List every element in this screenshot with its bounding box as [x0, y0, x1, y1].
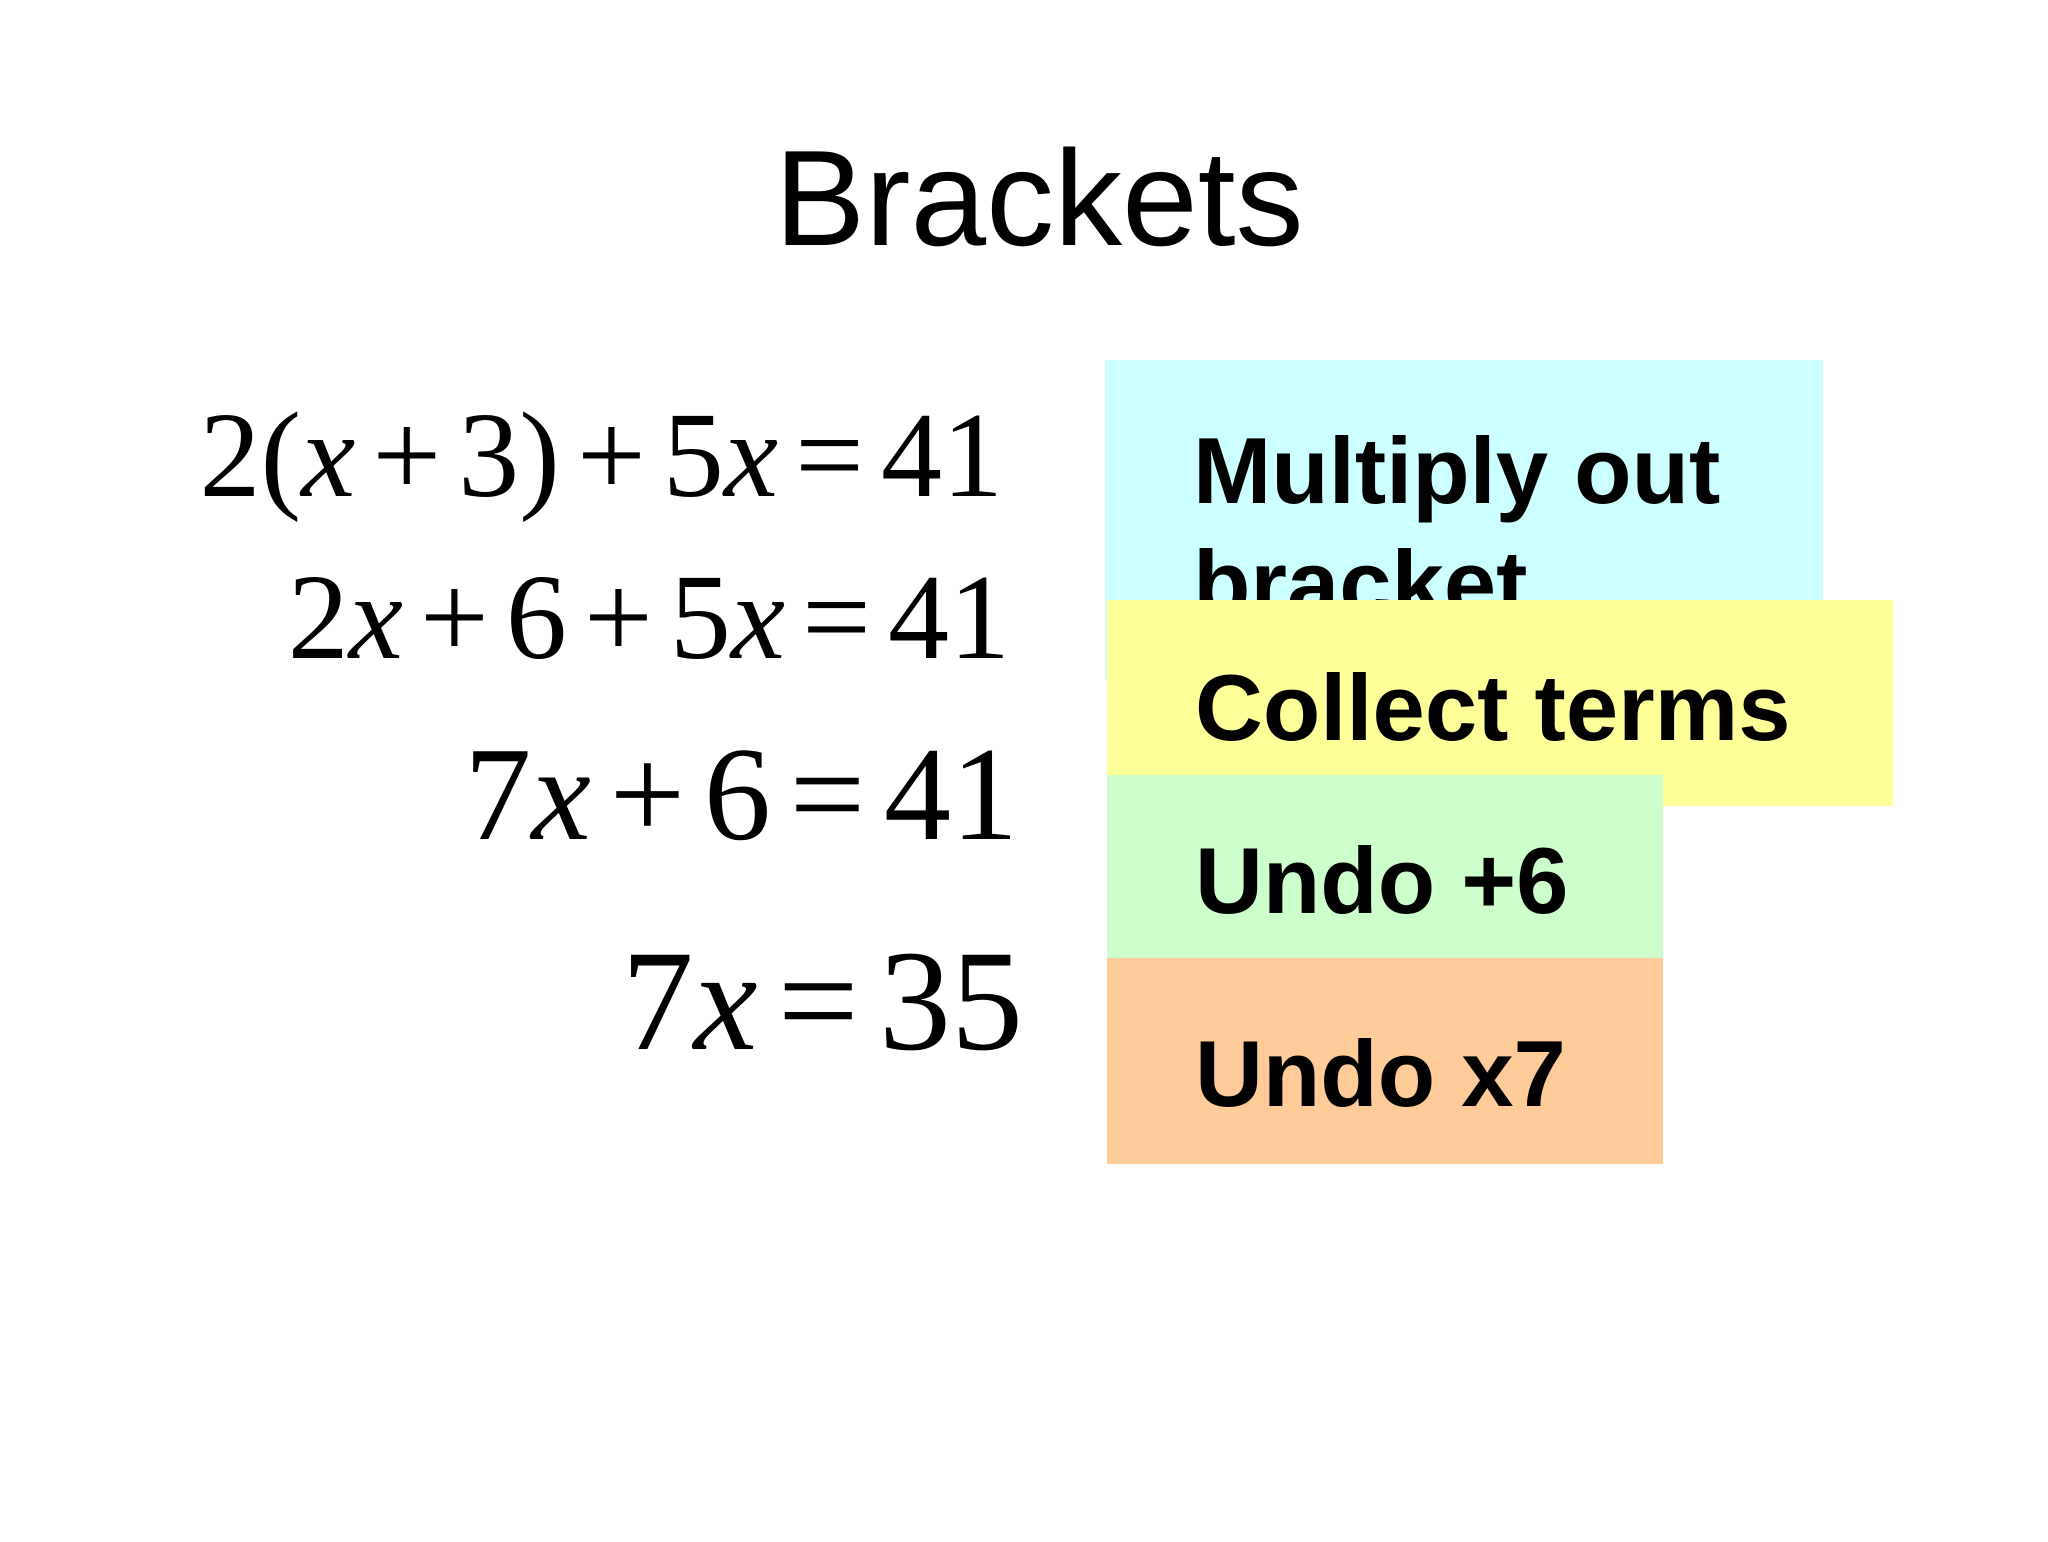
- equation-operator: +: [420, 550, 489, 685]
- equation-result: 41: [881, 388, 1003, 523]
- equation-term: 6: [505, 550, 567, 685]
- equation-term: 3): [458, 388, 560, 523]
- equation-1: 2(x+3)+5x=41: [200, 395, 1004, 517]
- equation-equals: =: [802, 550, 871, 685]
- equation-term: 6: [703, 720, 771, 868]
- equation-result: 41: [884, 720, 1018, 868]
- equation-equals: =: [795, 388, 864, 523]
- equation-term: 2: [287, 550, 349, 685]
- equation-variable: x: [730, 550, 786, 685]
- equation-operator: +: [583, 550, 653, 685]
- equation-variable: x: [723, 388, 779, 523]
- equation-term: 5: [662, 388, 724, 523]
- step-box-collect-terms: Collect terms: [1107, 600, 1893, 806]
- equation-2: 2x+6+5x=41: [288, 557, 1010, 679]
- equation-term: 7: [464, 720, 532, 868]
- equation-term: 7: [621, 922, 694, 1081]
- slide-title: Brackets: [774, 122, 1304, 274]
- equation-result: 35: [879, 922, 1023, 1081]
- equation-variable: x: [531, 720, 591, 868]
- equation-variable: x: [693, 922, 758, 1081]
- step-box-undo-plus-6: Undo +6: [1107, 775, 1663, 965]
- equation-3: 7x+6=41: [464, 727, 1018, 861]
- equation-equals: =: [777, 922, 859, 1081]
- equation-result: 41: [888, 550, 1010, 685]
- equation-operator: +: [372, 388, 442, 523]
- equation-operator: +: [576, 388, 646, 523]
- step-box-undo-times-7: Undo x7: [1107, 958, 1663, 1164]
- equation-equals: =: [789, 720, 866, 868]
- equation-term: 5: [669, 550, 731, 685]
- equation-4: 7x=35: [622, 930, 1023, 1074]
- equation-term: 2(: [199, 388, 302, 523]
- equation-operator: +: [609, 720, 686, 868]
- equation-variable: x: [301, 388, 356, 523]
- equation-variable: x: [348, 550, 403, 685]
